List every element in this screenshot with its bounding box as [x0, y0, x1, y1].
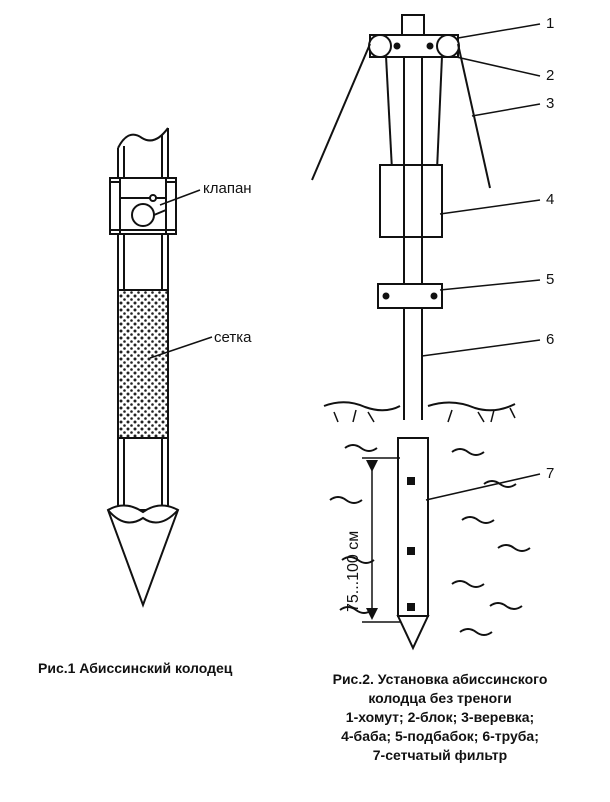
rope-right-inner [436, 55, 443, 171]
figure2-caption-line: 4-баба; 5-подбабок; 6-труба; [341, 728, 539, 744]
figure1-caption: Рис.1 Абиссинский колодец [38, 660, 233, 676]
callout-6: 6 [546, 331, 554, 348]
figure2-caption-line: Рис.2. Установка абиссинского [332, 671, 548, 687]
hammer-baba [379, 164, 443, 238]
dimension-line [362, 457, 400, 623]
callout-numbers: 1 2 3 4 5 6 7 [546, 15, 554, 482]
soil-strokes [329, 444, 531, 636]
label-valve: клапан [203, 180, 252, 197]
pulley-right [436, 34, 460, 58]
callout-7: 7 [546, 465, 554, 482]
label-mesh: сетка [214, 329, 252, 346]
rope-left-inner [385, 55, 393, 171]
figure2-caption-line: 7-сетчатый фильтр [372, 747, 508, 763]
callout-3: 3 [546, 95, 554, 112]
figure1-well-pipe [106, 127, 180, 608]
mesh-leader [149, 336, 213, 359]
pipe-top-rod [401, 14, 425, 36]
valve-leader [159, 189, 201, 206]
figure2-caption-line: колодца без треноги [368, 690, 512, 706]
pipe-top-break [117, 127, 169, 149]
callout-leaders [421, 23, 541, 501]
figure2-caption-line: 1-хомут; 2-блок; 3-веревка; [345, 709, 535, 725]
mesh-filter [117, 289, 169, 439]
mesh-filter-underground [397, 437, 429, 617]
callout-1: 1 [546, 15, 554, 32]
callout-5: 5 [546, 271, 554, 288]
callout-2: 2 [546, 67, 554, 84]
drive-point [106, 504, 180, 608]
pulley-left [368, 34, 392, 58]
valve-ball [131, 203, 155, 227]
drive-point-small [396, 615, 430, 651]
dimension-label: 75...100 см [345, 531, 362, 612]
ground-line [323, 401, 516, 423]
figure2-installation [311, 14, 491, 651]
figure2-caption: Рис.2. Установка абиссинского колодца бе… [300, 670, 580, 765]
callout-4: 4 [546, 191, 554, 208]
rope-left-outer [311, 43, 371, 181]
